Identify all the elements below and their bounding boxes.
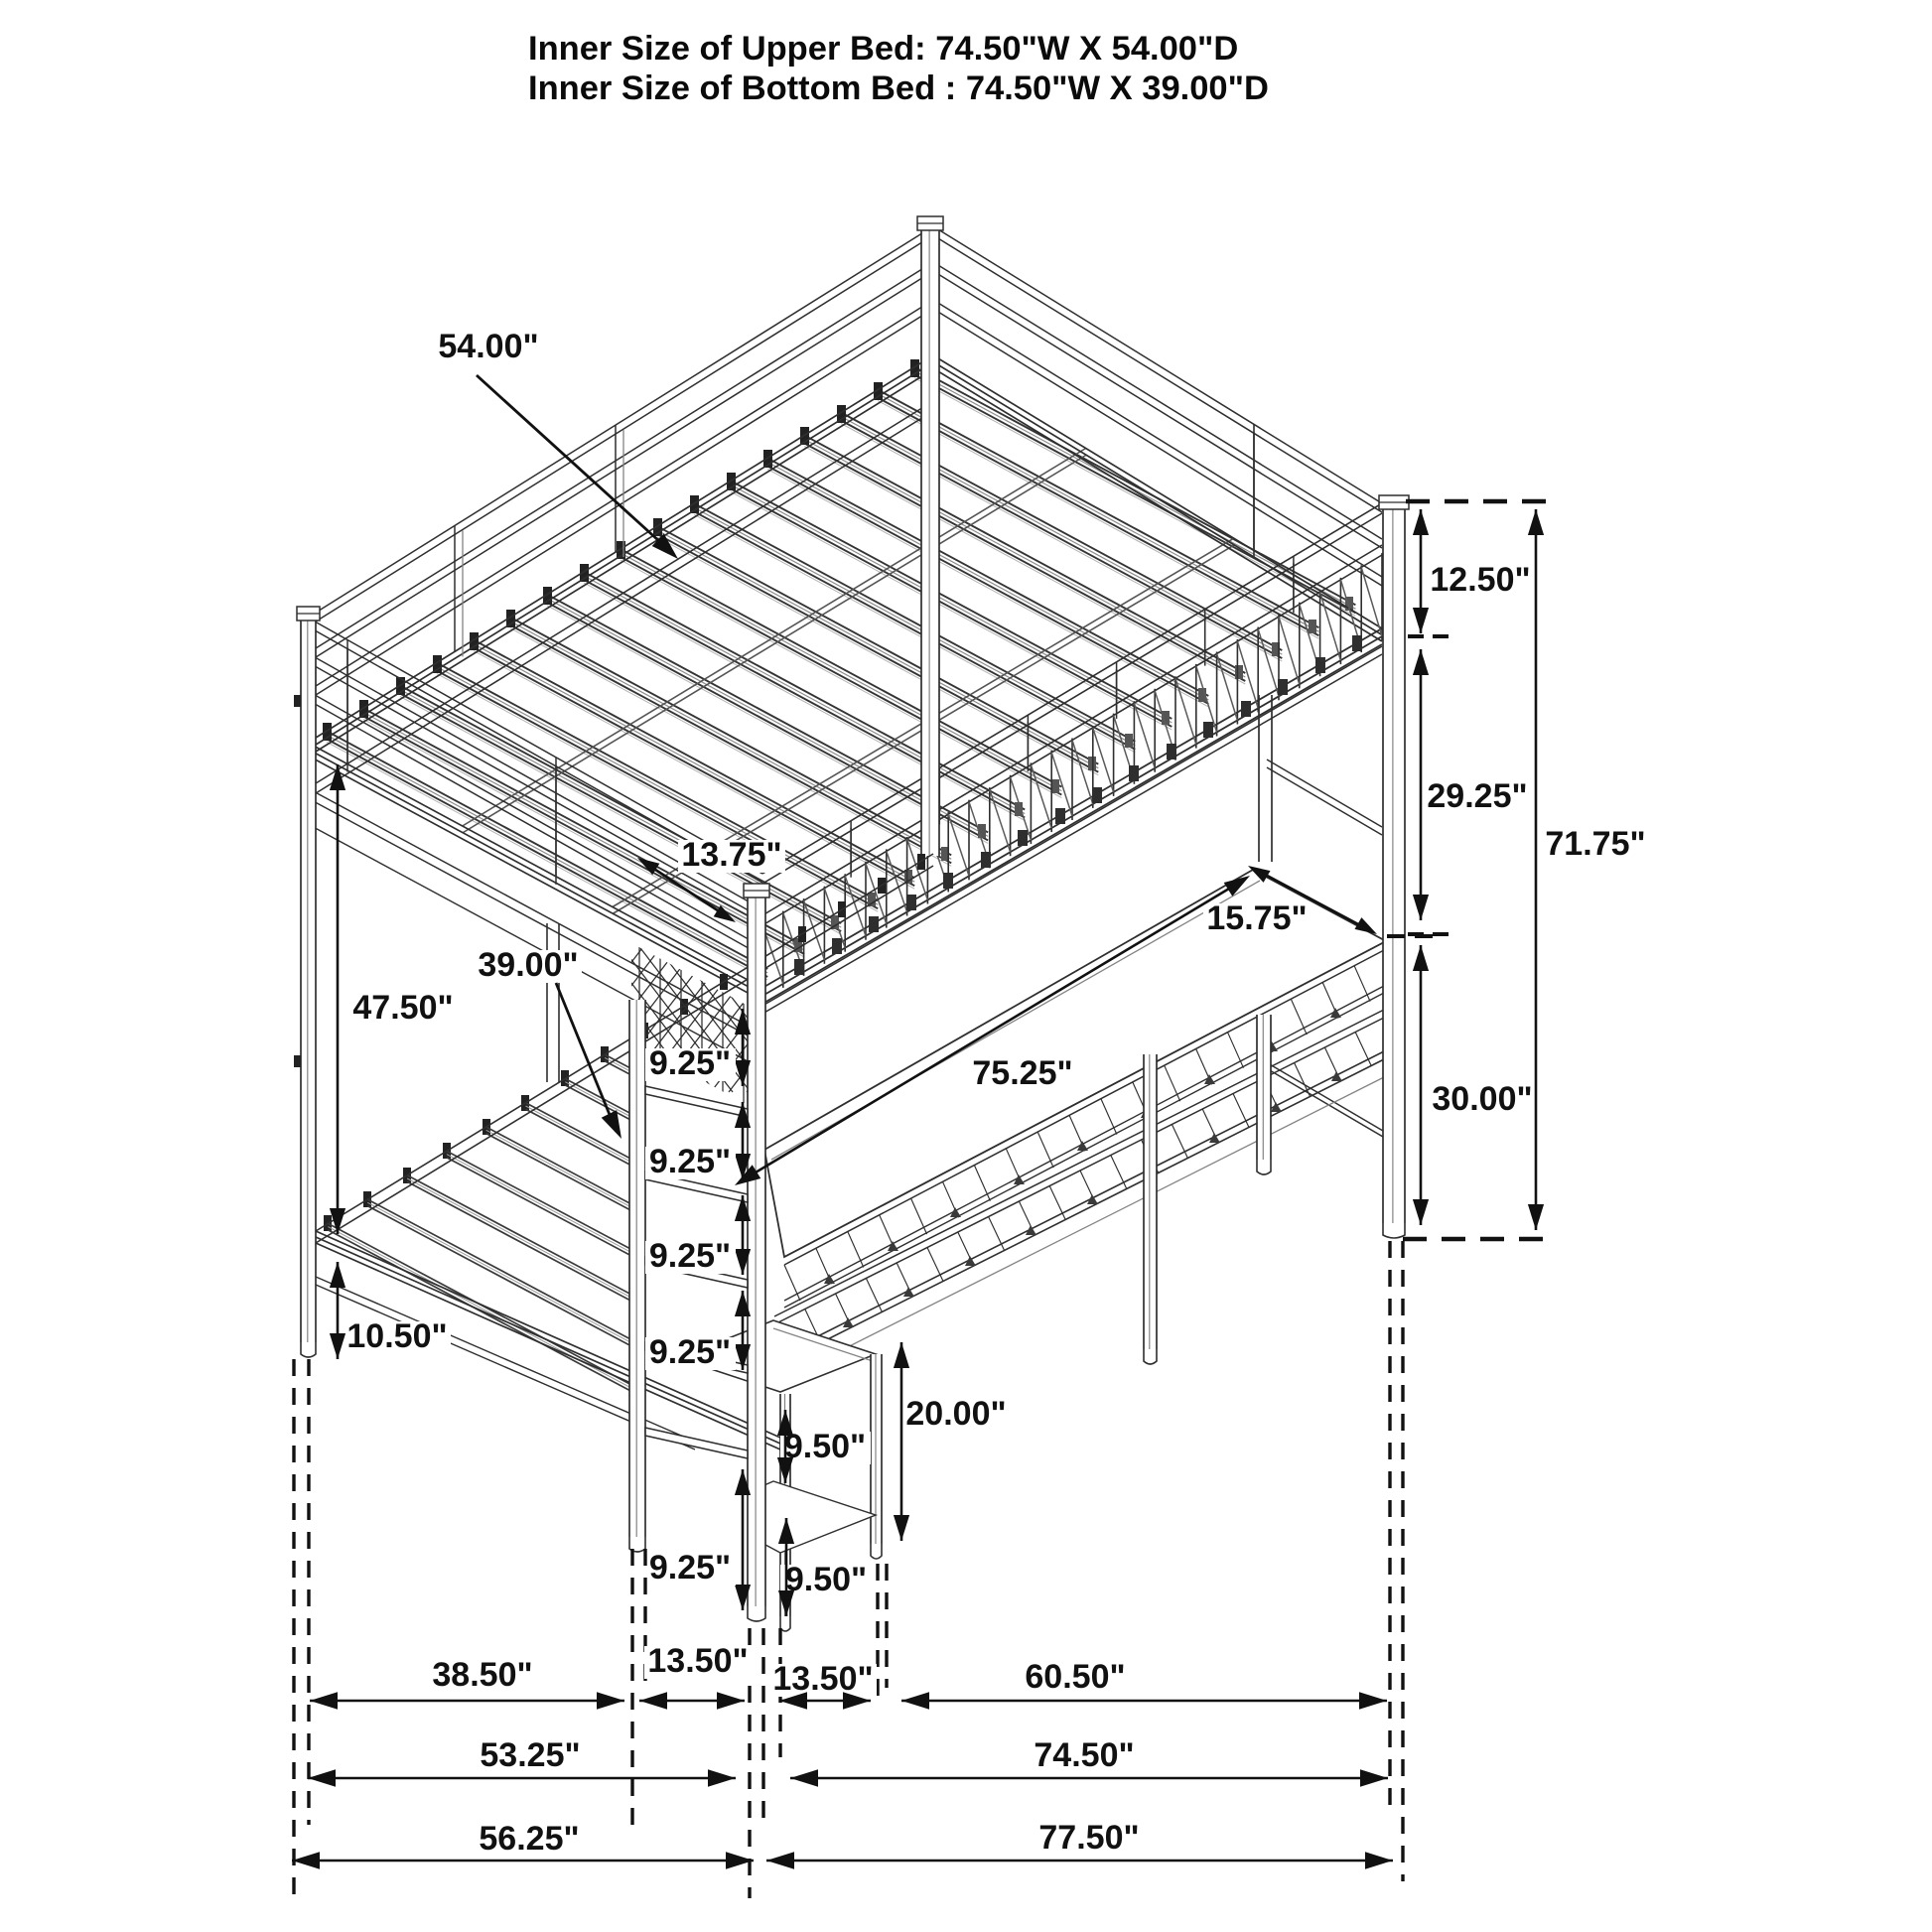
svg-text:13.50": 13.50" [772, 1660, 873, 1698]
svg-text:9.25": 9.25" [649, 1143, 731, 1180]
svg-text:71.75": 71.75" [1545, 825, 1645, 863]
svg-text:74.50": 74.50" [1034, 1736, 1134, 1774]
svg-text:56.25": 56.25" [479, 1820, 579, 1858]
svg-text:54.00": 54.00" [438, 328, 538, 365]
svg-text:75.25": 75.25" [972, 1054, 1072, 1092]
svg-text:9.25": 9.25" [649, 1549, 731, 1587]
svg-text:10.50": 10.50" [346, 1317, 447, 1355]
svg-text:53.25": 53.25" [480, 1736, 580, 1774]
svg-text:9.50": 9.50" [784, 1428, 866, 1465]
svg-text:15.75": 15.75" [1206, 899, 1307, 937]
svg-text:60.50": 60.50" [1025, 1658, 1125, 1696]
svg-text:47.50": 47.50" [352, 989, 453, 1027]
svg-text:9.25": 9.25" [649, 1333, 731, 1371]
svg-text:20.00": 20.00" [905, 1395, 1006, 1433]
svg-text:29.25": 29.25" [1427, 777, 1527, 815]
svg-text:39.00": 39.00" [478, 946, 578, 984]
svg-text:9.25": 9.25" [649, 1044, 731, 1082]
svg-text:12.50": 12.50" [1430, 561, 1530, 599]
svg-text:Inner Size of Bottom Bed : 74.: Inner Size of Bottom Bed : 74.50"W X 39.… [528, 69, 1269, 107]
svg-text:30.00": 30.00" [1432, 1080, 1532, 1118]
svg-text:38.50": 38.50" [432, 1656, 532, 1694]
svg-text:77.50": 77.50" [1038, 1819, 1139, 1857]
svg-text:13.75": 13.75" [681, 836, 781, 874]
svg-text:9.25": 9.25" [649, 1237, 731, 1275]
svg-text:9.50": 9.50" [785, 1561, 867, 1598]
svg-text:13.50": 13.50" [647, 1642, 748, 1680]
svg-text:Inner Size of Upper Bed: 74.50: Inner Size of Upper Bed: 74.50"W X 54.00… [528, 30, 1238, 68]
